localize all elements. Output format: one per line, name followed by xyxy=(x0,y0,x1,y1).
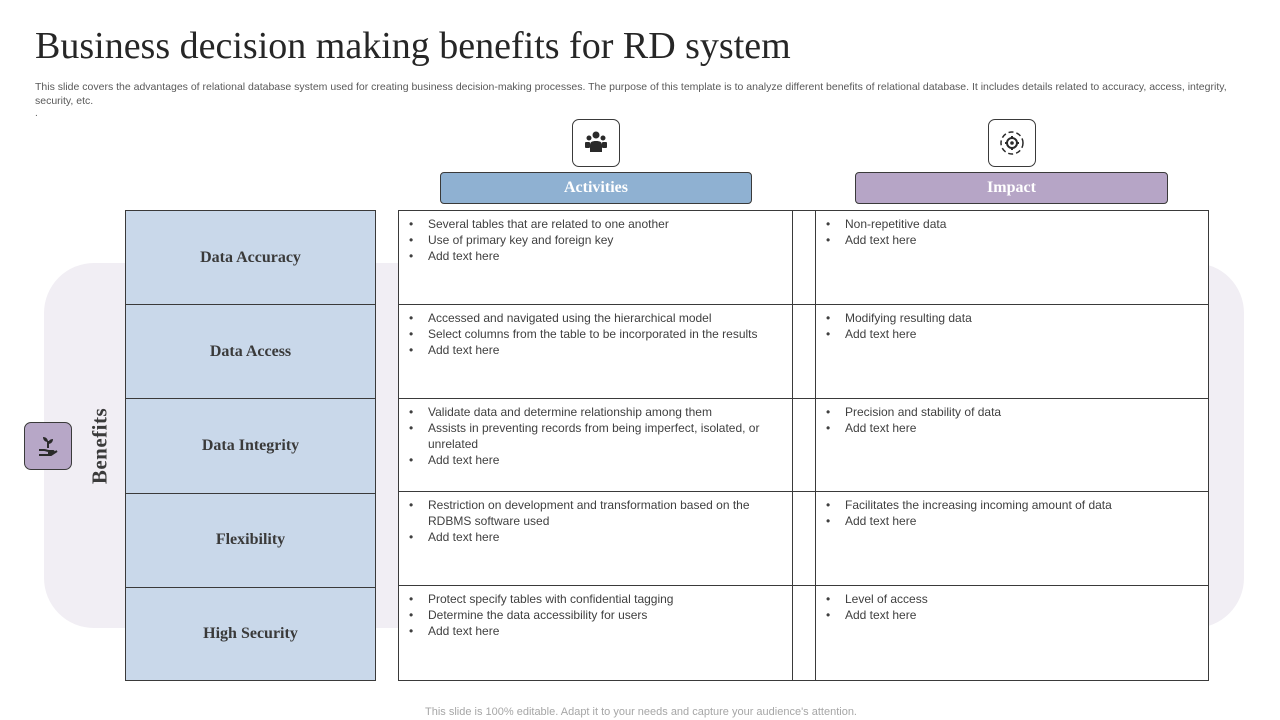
benefit-label: High Security xyxy=(125,586,376,681)
table-row: Several tables that are related to one a… xyxy=(399,211,1208,305)
bullet-item: Precision and stability of data xyxy=(824,404,1194,420)
plant-hand-icon xyxy=(24,422,72,470)
activities-cell: Protect specify tables with confidential… xyxy=(407,591,777,639)
column-divider xyxy=(792,586,793,680)
bullet-item: Assists in preventing records from being… xyxy=(407,420,777,452)
bullet-item: Add text here xyxy=(824,326,1194,342)
benefits-vertical-label: Benefits xyxy=(87,407,112,485)
bullet-item: Add text here xyxy=(824,232,1194,248)
subtitle-dot: . xyxy=(35,108,38,119)
impact-cell: Facilitates the increasing incoming amou… xyxy=(824,497,1194,529)
column-divider xyxy=(792,211,793,304)
table-row: Protect specify tables with confidential… xyxy=(399,586,1208,680)
impact-header: Impact xyxy=(855,172,1168,204)
bullet-item: Modifying resulting data xyxy=(824,310,1194,326)
bullet-item: Protect specify tables with confidential… xyxy=(407,591,777,607)
bullet-item: Add text here xyxy=(824,607,1194,623)
column-divider xyxy=(815,304,816,398)
bullet-item: Accessed and navigated using the hierarc… xyxy=(407,310,777,326)
table-row: Restriction on development and transform… xyxy=(399,492,1208,587)
gear-cycle-icon xyxy=(988,119,1036,167)
impact-cell: Modifying resulting data Add text here xyxy=(824,310,1194,342)
bullet-item: Facilitates the increasing incoming amou… xyxy=(824,497,1194,513)
impact-connector xyxy=(1010,167,1012,173)
activities-cell: Validate data and determine relationship… xyxy=(407,404,777,468)
bullet-item: Several tables that are related to one a… xyxy=(407,216,777,232)
bullet-item: Add text here xyxy=(824,513,1194,529)
impact-cell: Non-repetitive data Add text here xyxy=(824,216,1194,248)
activities-cell: Accessed and navigated using the hierarc… xyxy=(407,310,777,358)
benefit-label: Data Accuracy xyxy=(125,210,376,305)
table-row: Accessed and navigated using the hierarc… xyxy=(399,304,1208,399)
benefit-labels-column: Data Accuracy Data Access Data Integrity… xyxy=(125,210,376,681)
column-divider xyxy=(815,211,816,304)
column-divider xyxy=(815,492,816,586)
activities-connector xyxy=(595,167,597,173)
activities-cell: Restriction on development and transform… xyxy=(407,497,777,545)
bullet-item: Use of primary key and foreign key xyxy=(407,232,777,248)
bullet-item: Add text here xyxy=(407,342,777,358)
benefit-label: Flexibility xyxy=(125,492,376,587)
page-title: Business decision making benefits for RD… xyxy=(35,25,791,67)
impact-cell: Precision and stability of data Add text… xyxy=(824,404,1194,436)
bullet-item: Non-repetitive data xyxy=(824,216,1194,232)
column-divider xyxy=(792,492,793,586)
bullet-item: Add text here xyxy=(824,420,1194,436)
activities-cell: Several tables that are related to one a… xyxy=(407,216,777,264)
team-people-icon xyxy=(572,119,620,167)
bullet-item: Restriction on development and transform… xyxy=(407,497,777,529)
impact-cell: Level of access Add text here xyxy=(824,591,1194,623)
column-divider xyxy=(792,304,793,398)
bullet-item: Level of access xyxy=(824,591,1194,607)
column-divider xyxy=(815,398,816,492)
bullet-item: Add text here xyxy=(407,248,777,264)
column-divider xyxy=(815,586,816,680)
column-divider xyxy=(792,398,793,492)
table-row: Validate data and determine relationship… xyxy=(399,398,1208,493)
bullet-item: Add text here xyxy=(407,452,777,468)
footer-note: This slide is 100% editable. Adapt it to… xyxy=(425,706,857,718)
bullet-item: Validate data and determine relationship… xyxy=(407,404,777,420)
bullet-item: Add text here xyxy=(407,623,777,639)
benefit-label: Data Access xyxy=(125,304,376,399)
benefits-table: Several tables that are related to one a… xyxy=(398,210,1209,681)
activities-header: Activities xyxy=(440,172,752,204)
bullet-item: Add text here xyxy=(407,529,777,545)
bullet-item: Determine the data accessibility for use… xyxy=(407,607,777,623)
bullet-item: Select columns from the table to be inco… xyxy=(407,326,777,342)
page-subtitle: This slide covers the advantages of rela… xyxy=(35,81,1227,107)
benefit-label: Data Integrity xyxy=(125,398,376,493)
